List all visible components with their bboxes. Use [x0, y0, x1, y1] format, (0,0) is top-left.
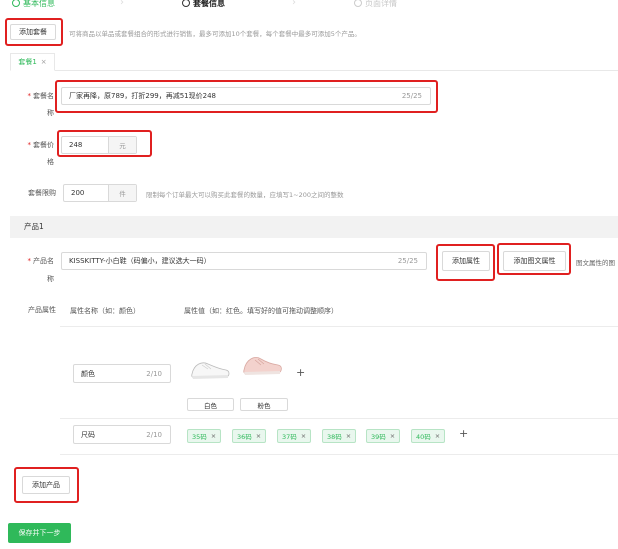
highlight-box — [436, 244, 495, 281]
highlight-box — [14, 467, 79, 503]
size-tag[interactable]: 38码× — [322, 429, 357, 443]
step-basic-info[interactable]: 基本信息 — [12, 0, 55, 9]
white-shoe-image[interactable] — [188, 348, 232, 388]
purchase-limit-value: 200 — [71, 189, 85, 197]
size-tag[interactable]: 36码× — [232, 429, 267, 443]
product-section-header: 产品1 — [10, 216, 618, 238]
product-name-label: *产品名 — [27, 257, 55, 265]
package-name-value: 厂家再降，原789，打折299，再减51现价248 — [69, 92, 216, 100]
attr-name-value: 尺码 — [81, 430, 95, 439]
save-and-next-button[interactable]: 保存并下一步 — [8, 523, 71, 543]
purchase-limit-hint: 限制每个订单最大可以购买此套餐的数量，应填写1~200之间的整数 — [146, 191, 344, 199]
char-count: 25/25 — [397, 257, 418, 265]
attr-name-input-size[interactable]: 尺码 2/10 — [73, 425, 171, 444]
product-name-input[interactable]: KISSKITTY-小白鞋（码偏小，建议选大一码） 25/25 — [61, 252, 427, 270]
step-circle-icon — [354, 0, 362, 7]
attr-name-header: 属性名称（如：颜色） — [70, 307, 140, 315]
highlight-box — [5, 18, 63, 46]
color-value-pink[interactable]: 粉色 — [240, 398, 288, 411]
attr-name-input-color[interactable]: 颜色 2/10 — [73, 364, 171, 383]
tab-package-1[interactable]: 套餐1 × — [10, 53, 55, 71]
close-icon[interactable]: × — [389, 432, 396, 440]
close-icon[interactable]: × — [40, 58, 47, 66]
product-name-label-2: 称 — [47, 275, 54, 283]
purchase-limit-input[interactable]: 200 件 — [63, 184, 137, 202]
package-price-label-2: 格 — [47, 158, 54, 166]
attr-value-header: 属性值（如：红色。填写好的值可拖动调整顺序） — [184, 307, 338, 315]
image-attribute-hint: 图文属性的图 — [576, 259, 615, 267]
row-divider — [60, 454, 618, 455]
step-label: 基本信息 — [23, 0, 55, 8]
close-icon[interactable]: × — [255, 432, 262, 440]
row-divider — [60, 418, 618, 419]
step-page-detail[interactable]: 页面详情 — [354, 0, 397, 9]
attr-name-value: 颜色 — [81, 369, 95, 378]
product-attributes-label: 产品属性 — [28, 306, 56, 314]
step-circle-icon — [182, 0, 190, 7]
package-price-value: 248 — [69, 141, 83, 149]
add-attribute-button[interactable]: 添加属性 — [442, 251, 490, 271]
size-tag[interactable]: 39码× — [366, 429, 401, 443]
limit-unit: 件 — [108, 185, 136, 201]
package-price-label: *套餐价 — [27, 141, 55, 149]
size-tag[interactable]: 40码× — [411, 429, 446, 443]
add-package-hint: 可将商品以单品或套餐组合的形式进行销售，最多可添加10个套餐，每个套餐中最多可添… — [69, 30, 361, 38]
tab-divider — [10, 70, 618, 71]
add-product-button[interactable]: 添加产品 — [22, 476, 70, 494]
add-package-button[interactable]: 添加套餐 — [10, 24, 56, 40]
package-name-input[interactable]: 厂家再降，原789，打折299，再减51现价248 25/25 — [61, 87, 431, 105]
package-price-input[interactable]: 248 元 — [61, 136, 137, 154]
char-count: 2/10 — [146, 430, 162, 439]
step-label: 套餐信息 — [193, 0, 225, 8]
steps-bar: 基本信息 › 套餐信息 › 页面详情 — [0, 0, 618, 12]
highlight-box — [55, 80, 438, 113]
step-package-info[interactable]: 套餐信息 — [182, 0, 225, 9]
purchase-limit-label: 套餐限购 — [28, 189, 56, 197]
close-icon[interactable]: × — [345, 432, 352, 440]
step-label: 页面详情 — [365, 0, 397, 8]
pink-shoe-image[interactable] — [240, 342, 284, 382]
package-name-label: *套餐名 — [27, 92, 55, 100]
product-name-value: KISSKITTY-小白鞋（码偏小，建议选大一码） — [69, 257, 211, 265]
color-value-white[interactable]: 白色 — [187, 398, 234, 411]
package-name-label-2: 称 — [47, 109, 54, 117]
chevron-right-icon: › — [292, 0, 296, 8]
check-circle-icon — [12, 0, 20, 7]
tab-label: 套餐1 — [18, 58, 37, 66]
add-value-icon[interactable]: + — [459, 427, 469, 440]
row-divider — [60, 326, 618, 327]
add-value-icon[interactable]: + — [296, 366, 306, 379]
char-count: 2/10 — [146, 369, 162, 378]
size-tag[interactable]: 37码× — [277, 429, 312, 443]
close-icon[interactable]: × — [300, 432, 307, 440]
size-tag[interactable]: 35码× — [187, 429, 222, 443]
highlight-box — [497, 243, 571, 275]
chevron-right-icon: › — [120, 0, 124, 8]
char-count: 25/25 — [401, 92, 422, 100]
price-unit: 元 — [108, 137, 136, 153]
close-icon[interactable]: × — [210, 432, 217, 440]
add-image-attribute-button[interactable]: 添加图文属性 — [503, 251, 566, 271]
close-icon[interactable]: × — [434, 432, 441, 440]
highlight-box — [57, 130, 152, 157]
